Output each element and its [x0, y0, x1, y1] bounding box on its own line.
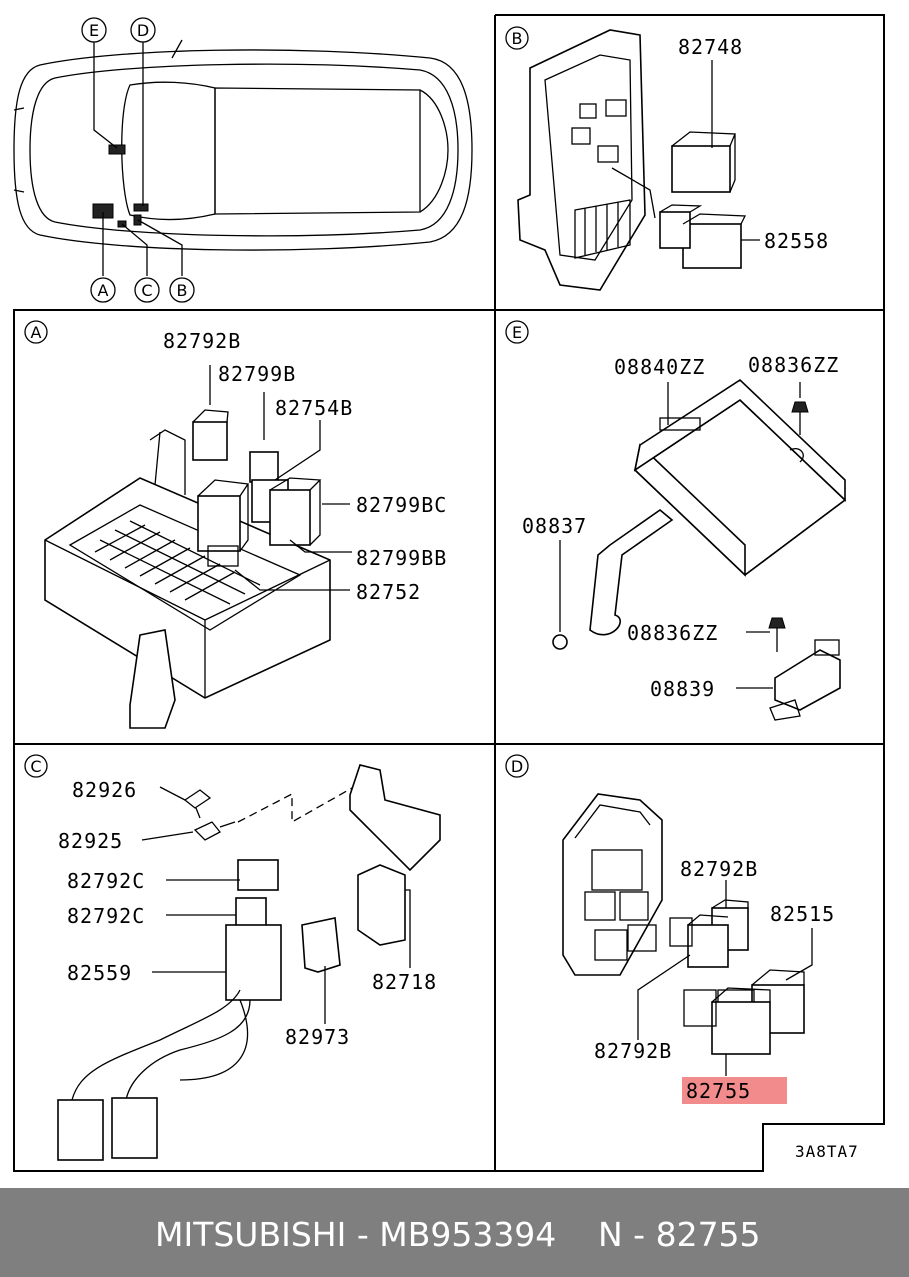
d-part-82755-highlighted: 82755	[686, 1079, 751, 1103]
marker-e: E	[81, 17, 107, 43]
c-part-82792c-1: 82792C	[67, 869, 145, 893]
reference-number: N - 82755	[598, 1215, 761, 1254]
c-part-82718: 82718	[372, 970, 437, 994]
e-part-08836zz: 08836ZZ	[627, 621, 718, 645]
footer-bar: MITSUBISHI - MB953394 N - 82755	[0, 1188, 909, 1277]
panel-grid	[13, 14, 885, 1172]
c-part-82973: 82973	[285, 1025, 350, 1049]
svg-text:A: A	[31, 323, 42, 342]
svg-text:E: E	[89, 21, 99, 40]
svg-text:B: B	[512, 29, 523, 48]
svg-text:A: A	[98, 281, 109, 300]
panel-b: B 82748 82558	[505, 26, 829, 291]
svg-text:D: D	[511, 757, 523, 776]
c-part-82559: 82559	[67, 961, 132, 985]
svg-text:B: B	[177, 281, 188, 300]
d-part-82792b-top: 82792B	[680, 857, 758, 881]
brand-part-number: MITSUBISHI - MB953394	[155, 1215, 557, 1254]
e-part-08839: 08839	[650, 677, 715, 701]
c-part-82925: 82925	[58, 829, 123, 853]
parts-diagram: E D A C B B 82748 82558 A	[13, 14, 885, 1172]
c-part-82792c-2: 82792C	[67, 904, 145, 928]
overview-leaders	[93, 42, 183, 276]
d-part-82792b: 82792B	[594, 1039, 672, 1063]
panel-e: E 08840ZZ 08836ZZ 08837 08836ZZ 08839	[505, 320, 847, 721]
marker-d: D	[130, 17, 156, 43]
marker-a: A	[90, 277, 116, 303]
figure-code: 3A8TA7	[795, 1142, 859, 1161]
panel-d: D 82792B 82515 82792B 82755	[505, 754, 835, 1104]
car-overview	[13, 39, 473, 251]
svg-text:C: C	[30, 757, 41, 776]
svg-text:D: D	[137, 21, 149, 40]
a-part-82799bc: 82799BC	[356, 493, 447, 517]
marker-c: C	[134, 277, 160, 303]
e-part-08840zz: 08840ZZ	[614, 355, 705, 379]
panel-a: A 82792B 82799B 82754B 82799BC 82799BB 8…	[24, 320, 447, 729]
a-part-82799bb: 82799BB	[356, 546, 447, 570]
c-part-82926: 82926	[72, 778, 137, 802]
svg-text:E: E	[512, 323, 522, 342]
marker-b: B	[169, 277, 195, 303]
a-part-82752: 82752	[356, 580, 421, 604]
panel-c: C 82926 82925 82792C 82792C 82559 82718 …	[24, 754, 441, 1161]
e-part-08836zz-top: 08836ZZ	[748, 353, 839, 377]
b-part-82748: 82748	[678, 35, 743, 59]
b-part-82558: 82558	[764, 229, 829, 253]
a-part-82799b: 82799B	[218, 362, 296, 386]
highlight-box	[682, 1077, 787, 1104]
svg-text:C: C	[141, 281, 152, 300]
d-part-82515: 82515	[770, 902, 835, 926]
a-part-82792b: 82792B	[163, 329, 241, 353]
a-part-82754b: 82754B	[275, 396, 353, 420]
e-part-08837: 08837	[522, 514, 587, 538]
